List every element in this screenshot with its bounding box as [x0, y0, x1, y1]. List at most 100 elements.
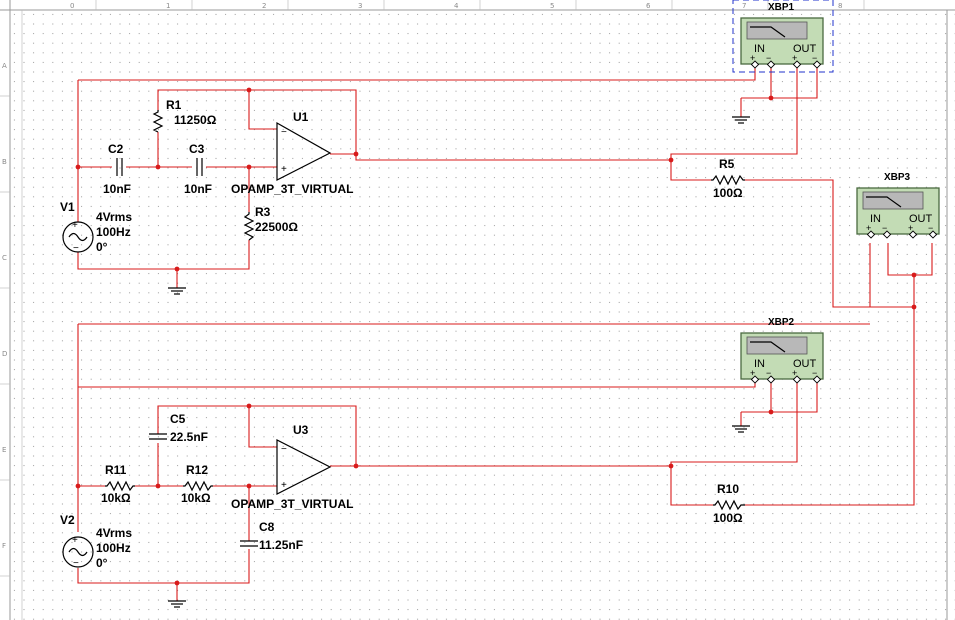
r3-ref: R3	[255, 205, 271, 219]
source-v1[interactable]: + − V1 4Vrms 100Hz 0°	[60, 200, 132, 254]
v2-frequency: 100Hz	[96, 541, 131, 555]
out-label: OUT	[909, 213, 933, 225]
svg-text:+: +	[72, 220, 78, 231]
terminal-polarity: +	[792, 368, 797, 378]
terminal-pin[interactable]	[766, 60, 776, 69]
instrument-ref: XBP2	[768, 317, 795, 328]
capacitor-c5[interactable]: C5 22.5nF	[149, 412, 208, 444]
capacitor-c8[interactable]: C8 11.25nF	[240, 520, 303, 552]
r5-ref: R5	[719, 157, 735, 171]
terminal-pin[interactable]	[750, 60, 760, 69]
terminal-pin[interactable]	[812, 60, 822, 69]
v2-phase: 0°	[96, 556, 108, 570]
resistor-r1[interactable]: R1 11250Ω	[152, 98, 217, 133]
v2-ref: V2	[60, 513, 75, 527]
plot-screen	[862, 191, 924, 210]
terminal-polarity: −	[882, 223, 887, 233]
terminal-pin[interactable]	[928, 230, 938, 239]
selection-box	[732, 0, 834, 73]
svg-text:+: +	[72, 535, 78, 546]
capacitor-c3[interactable]: C3 10nF	[184, 142, 212, 196]
row-marker: A	[2, 62, 7, 70]
in-label: IN	[754, 358, 765, 370]
in-label: IN	[870, 213, 881, 225]
column-marker: 8	[838, 2, 842, 10]
terminal-pin[interactable]	[866, 230, 876, 239]
terminal-polarity: −	[928, 223, 933, 233]
terminal-polarity: −	[766, 368, 771, 378]
bode-curve-icon	[866, 196, 902, 208]
terminal-polarity: −	[812, 53, 817, 63]
c2-value: 10nF	[103, 182, 131, 196]
bode-curve-icon	[750, 341, 786, 353]
plot-screen	[746, 21, 808, 40]
r1-value: 11250Ω	[174, 113, 217, 127]
terminal-pin[interactable]	[766, 375, 776, 384]
v2-amplitude: 4Vrms	[96, 526, 132, 540]
source-v2[interactable]: + − V2 4Vrms 100Hz 0°	[60, 513, 132, 570]
opamp-u3[interactable]: − + U3 OPAMP_3T_VIRTUAL	[231, 423, 353, 511]
terminal-polarity: +	[792, 53, 797, 63]
u3-model: OPAMP_3T_VIRTUAL	[231, 497, 353, 511]
c3-ref: C3	[189, 142, 205, 156]
c8-ref: C8	[259, 520, 275, 534]
terminal-pin[interactable]	[812, 375, 822, 384]
c5-ref: C5	[170, 412, 186, 426]
instrument-ref: XBP1	[768, 2, 795, 13]
c5-value: 22.5nF	[170, 430, 208, 444]
row-marker: D	[2, 350, 7, 358]
opamp-u1[interactable]: − + U1 OPAMP_3T_VIRTUAL	[231, 110, 353, 196]
column-marker: 3	[358, 2, 362, 10]
c2-ref: C2	[108, 142, 124, 156]
resistor-r10[interactable]: R10 100Ω	[713, 482, 745, 525]
v1-frequency: 100Hz	[96, 225, 131, 239]
column-marker: 5	[550, 2, 554, 10]
out-label: OUT	[793, 358, 817, 370]
plot-screen	[746, 336, 808, 355]
u1-noninv-symbol: +	[281, 164, 287, 175]
svg-text:−: −	[73, 558, 79, 569]
terminal-polarity: +	[750, 53, 755, 63]
terminal-pin[interactable]	[792, 375, 802, 384]
u3-ref: U3	[293, 423, 309, 437]
column-marker: 6	[646, 2, 651, 10]
resistor-r3[interactable]: R3 22500Ω	[243, 205, 298, 241]
terminal-pin[interactable]	[750, 375, 760, 384]
in-label: IN	[754, 43, 765, 55]
terminal-polarity: −	[812, 368, 817, 378]
u1-inv-symbol: −	[281, 127, 287, 138]
u3-inv-symbol: −	[281, 444, 287, 455]
resistor-r5[interactable]: R5 100Ω	[711, 157, 745, 200]
terminal-pin[interactable]	[792, 60, 802, 69]
r5-value: 100Ω	[713, 186, 743, 200]
resistor-r12[interactable]: R12 10kΩ	[181, 463, 213, 505]
row-marker: E	[2, 446, 6, 454]
column-marker: 1	[166, 2, 170, 10]
bode-curve-icon	[750, 26, 786, 38]
out-label: OUT	[793, 43, 817, 55]
row-marker: B	[2, 158, 7, 166]
resistor-r11[interactable]: R11 10kΩ	[101, 463, 135, 505]
r10-ref: R10	[717, 482, 739, 496]
r3-value: 22500Ω	[255, 220, 298, 234]
row-marker: F	[2, 542, 6, 550]
r10-value: 100Ω	[713, 511, 743, 525]
r1-ref: R1	[166, 98, 182, 112]
terminal-pin[interactable]	[908, 230, 918, 239]
v1-amplitude: 4Vrms	[96, 210, 132, 224]
u3-noninv-symbol: +	[281, 480, 287, 491]
column-marker: 4	[454, 2, 459, 10]
terminal-pin[interactable]	[882, 230, 892, 239]
r12-ref: R12	[186, 463, 208, 477]
v1-ref: V1	[60, 200, 75, 214]
instrument-ref: XBP3	[884, 172, 911, 183]
terminal-polarity: +	[866, 223, 871, 233]
capacitor-c2[interactable]: C2 10nF	[103, 142, 131, 196]
junctions	[75, 87, 917, 586]
